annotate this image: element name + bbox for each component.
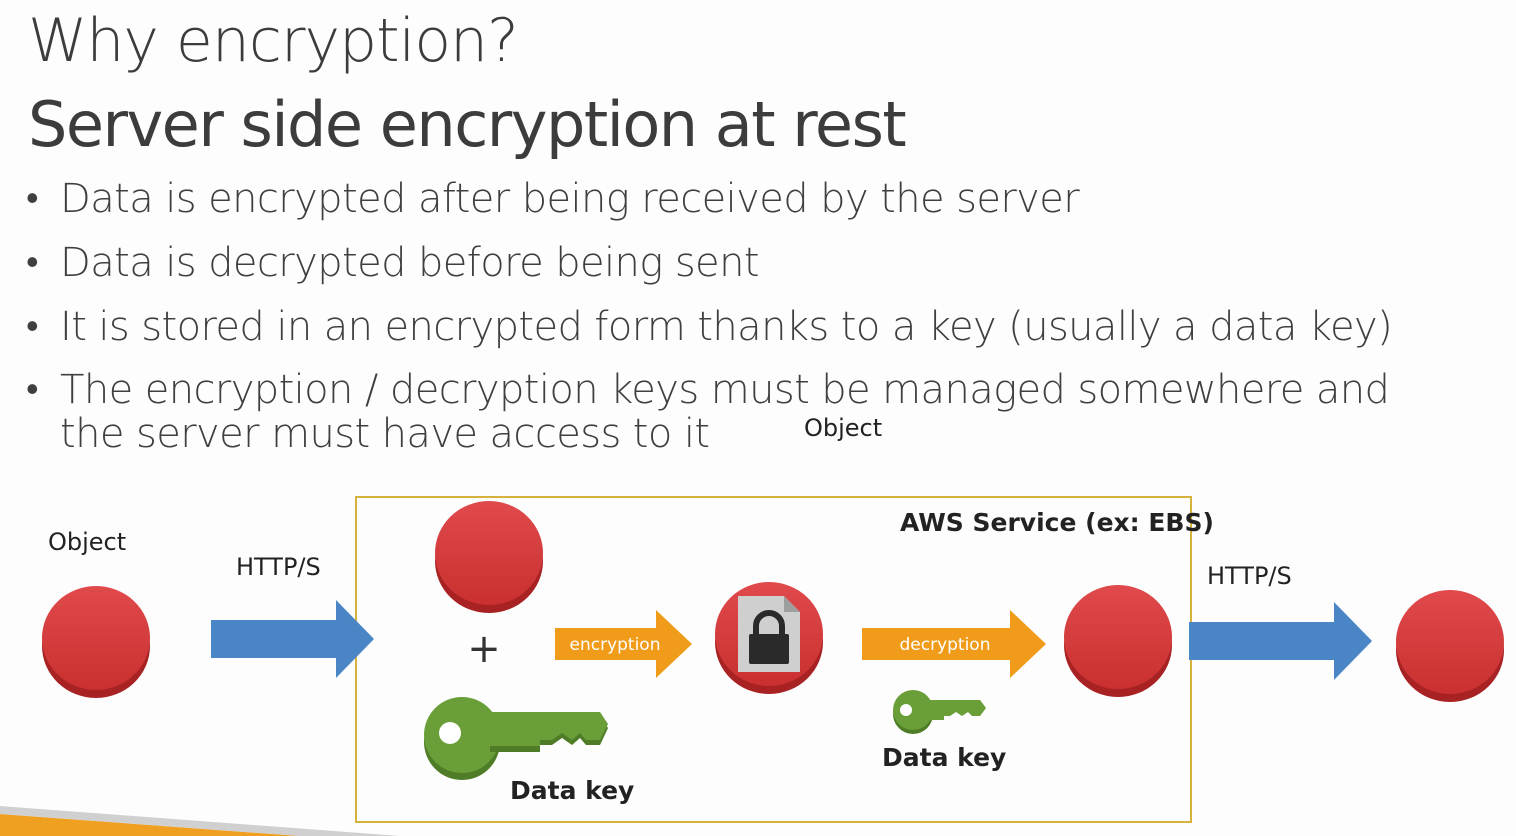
- object-icon: [1064, 585, 1172, 697]
- bullet-text: Data is decrypted before being sent: [60, 240, 760, 286]
- object-icon: [1396, 590, 1504, 702]
- encryption-arrow-icon: [555, 610, 692, 678]
- bullet-list: •Data is encrypted after being received …: [26, 176, 1440, 474]
- data-key-label: Data key: [882, 743, 1007, 772]
- decryption-label: decryption: [899, 635, 990, 655]
- http-label-out: HTTP/S: [1207, 562, 1292, 590]
- bullet-text: Data is encrypted after being received b…: [60, 176, 1080, 222]
- decryption-arrow-icon: [862, 610, 1046, 678]
- http-label-in: HTTP/S: [236, 553, 321, 581]
- slide-title: Why encryption?: [28, 6, 519, 76]
- plus-sign: +: [467, 626, 501, 672]
- bullet-text: It is stored in an encrypted form thanks…: [60, 304, 1393, 350]
- object-label-top: Object: [804, 414, 883, 442]
- http-arrow-out-icon: [1189, 602, 1372, 680]
- http-arrow-in-icon: [211, 600, 374, 678]
- object-label: Object: [48, 528, 127, 556]
- key-icon: [893, 690, 986, 734]
- object-icon: [42, 586, 150, 698]
- slide-subtitle: Server side encryption at rest: [28, 88, 907, 161]
- key-icon: [424, 697, 608, 780]
- bullet-item: •Data is encrypted after being received …: [26, 176, 1080, 222]
- object-icon: [435, 501, 543, 613]
- bullet-item: •The encryption / decryption keys must b…: [26, 367, 1390, 457]
- bullet-item: •Data is decrypted before being sent: [26, 240, 760, 286]
- bullet-item: •It is stored in an encrypted form thank…: [26, 304, 1393, 350]
- bullet-text: The encryption / decryption keys must be…: [60, 367, 1390, 457]
- service-label: AWS Service (ex: EBS): [900, 508, 1214, 537]
- encrypted-lock-icon: [715, 582, 823, 694]
- data-key-label: Data key: [510, 776, 635, 805]
- encryption-label: encryption: [570, 635, 661, 655]
- decorative-bottom-bar: [0, 806, 400, 836]
